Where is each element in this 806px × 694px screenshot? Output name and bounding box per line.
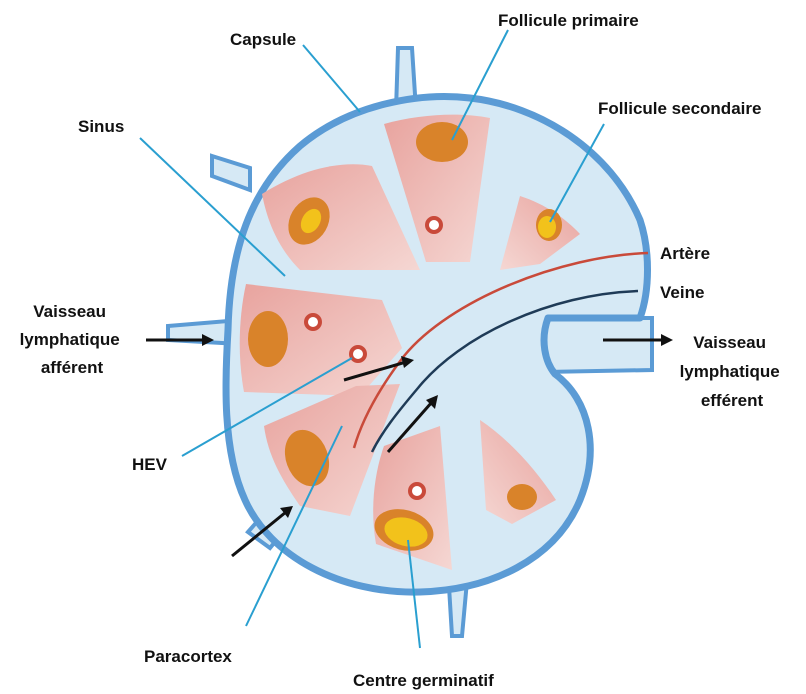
label-hev: HEV: [132, 455, 168, 474]
primary-follicle: [416, 122, 468, 162]
label-veine: Veine: [660, 283, 704, 302]
hev-marker-left-1: [306, 315, 320, 329]
label-vaisseau-afferent: Vaisseau lymphatique afférent: [20, 302, 125, 377]
label-capsule: Capsule: [230, 30, 296, 49]
efferent-vessel: [540, 318, 652, 372]
label-vaisseau-efferent-line-2: lymphatique: [680, 362, 780, 381]
label-artere: Artère: [660, 244, 710, 263]
hev-marker-top: [427, 218, 441, 232]
follicle-bottom-right: [507, 484, 537, 510]
label-follicule-primaire: Follicule primaire: [498, 11, 639, 30]
hev-marker-left-2: [351, 347, 365, 361]
follicle-left: [248, 311, 288, 367]
label-vaisseau-afferent-line-3: afférent: [41, 358, 104, 377]
leader-capsule: [303, 45, 360, 112]
label-follicule-secondaire: Follicule secondaire: [598, 99, 761, 118]
label-sinus: Sinus: [78, 117, 124, 136]
label-centre-germinatif: Centre germinatif: [353, 671, 494, 690]
label-vaisseau-afferent-line-2: lymphatique: [20, 330, 120, 349]
label-vaisseau-afferent-line-1: Vaisseau: [33, 302, 106, 321]
afferent-vessel-upper-left: [212, 156, 250, 190]
label-vaisseau-efferent: Vaisseau lymphatique efférent: [680, 333, 785, 410]
hev-marker-bottom: [410, 484, 424, 498]
secondary-follicle-germinal-center: [538, 216, 556, 238]
label-paracortex: Paracortex: [144, 647, 232, 666]
label-vaisseau-efferent-line-1: Vaisseau: [693, 333, 766, 352]
label-vaisseau-efferent-line-3: efférent: [701, 391, 764, 410]
